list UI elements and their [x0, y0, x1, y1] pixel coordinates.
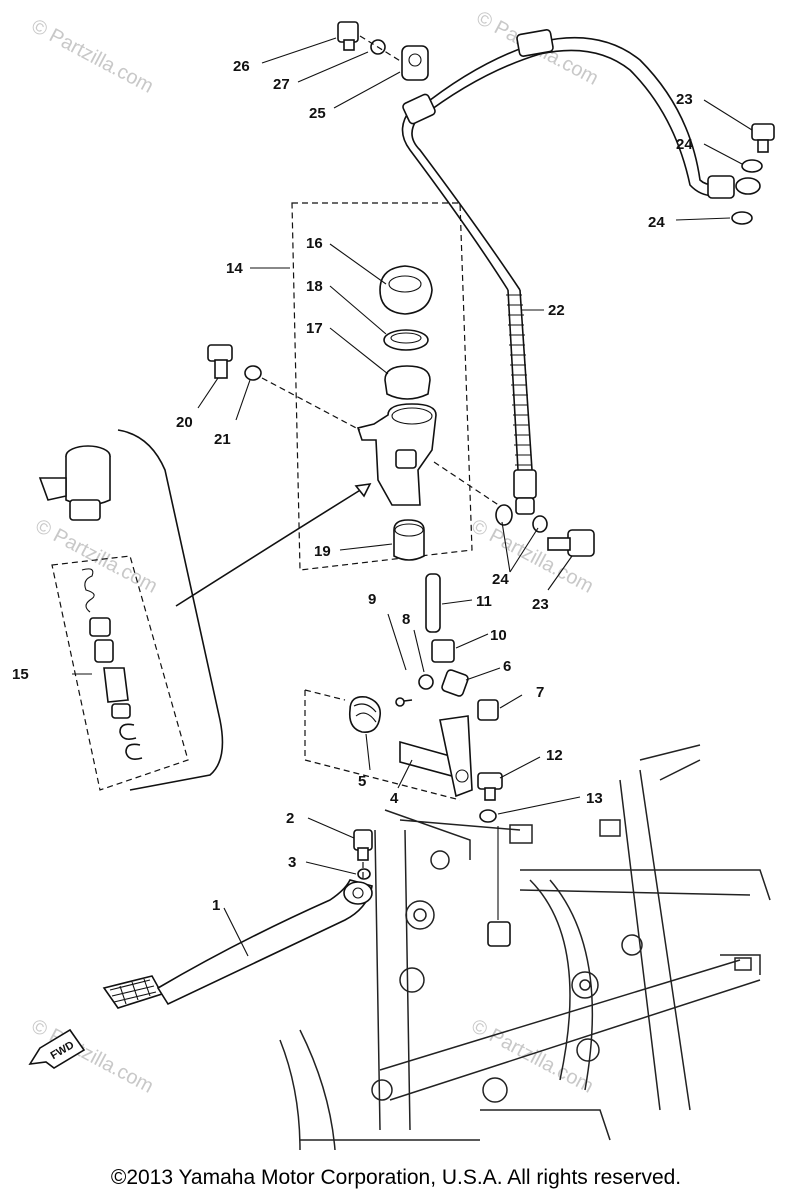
callout-10: 10 [490, 627, 507, 644]
frame-structure [279, 744, 771, 1151]
callout-12: 12 [546, 747, 563, 764]
callout-3: 3 [288, 854, 296, 871]
callout-17: 17 [306, 320, 323, 337]
bolt-20-washer-21 [207, 344, 361, 431]
right-banjo-parts [731, 123, 775, 225]
pedal-shaft-assembly [304, 689, 473, 801]
fwd-badge: FWD [28, 1028, 86, 1069]
callout-6: 6 [503, 658, 511, 675]
callout-7: 7 [536, 684, 544, 701]
bolt-12-nut-13 [477, 772, 511, 947]
copyright-notice: ©2013 Yamaha Motor Corporation, U.S.A. A… [110, 1166, 682, 1189]
watermark-top-left: © Partzilla.com [28, 15, 157, 98]
callout-11: 11 [476, 593, 492, 610]
callout-4: 4 [390, 790, 399, 807]
callout-22: 22 [548, 302, 565, 319]
callout-9: 9 [368, 591, 376, 608]
callout-24-lower: 24 [492, 571, 509, 588]
rebuild-kit-box [38, 429, 224, 791]
watermark-left-mid: © Partzilla.com [32, 515, 161, 598]
callout-20: 20 [176, 414, 193, 431]
callout-2: 2 [286, 810, 294, 827]
reference-arrow [175, 482, 372, 607]
pushrod-linkage [395, 461, 595, 721]
callout-labels: 26 27 25 23 24 24 14 16 18 17 22 20 21 1… [12, 58, 693, 914]
callout-23-top: 23 [676, 91, 693, 108]
master-cylinder-kit [291, 202, 473, 571]
callout-8: 8 [402, 611, 410, 628]
top-banjo-parts [337, 21, 429, 81]
callout-15: 15 [12, 666, 29, 683]
callout-21: 21 [214, 431, 231, 448]
callout-19: 19 [314, 543, 331, 560]
callout-5: 5 [358, 773, 366, 790]
callout-27: 27 [273, 76, 290, 93]
callout-24-top: 24 [676, 136, 693, 153]
leader-lines [72, 37, 753, 957]
callout-26: 26 [233, 58, 250, 75]
callout-24-right: 24 [648, 214, 665, 231]
parts-diagram: © Partzilla.com © Partzilla.com © Partzi… [12, 7, 775, 1151]
brake-hose [401, 29, 761, 515]
callout-1: 1 [212, 897, 220, 914]
brake-pedal [102, 879, 373, 1009]
callout-25: 25 [309, 105, 326, 122]
callout-14: 14 [226, 260, 243, 277]
callout-16: 16 [306, 235, 323, 252]
callout-23-lower: 23 [532, 596, 549, 613]
callout-18: 18 [306, 278, 323, 295]
callout-13: 13 [586, 790, 603, 807]
watermark-bottom-right: © Partzilla.com [468, 1015, 597, 1098]
